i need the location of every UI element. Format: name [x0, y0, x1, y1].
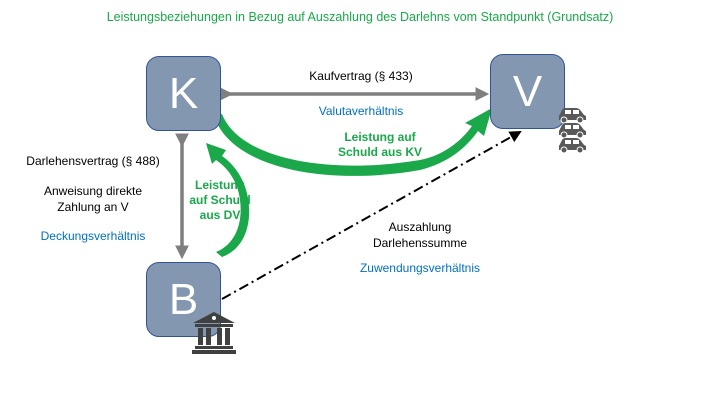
zuwendung-label: Zuwendungsverhältnis [359, 261, 481, 275]
valuta-label: Valutaverhältnis [318, 104, 404, 118]
node-v-label: V [512, 66, 543, 116]
node-k: K [146, 56, 221, 131]
auszahlung-arrow [221, 131, 522, 300]
anweisung-label: Anweisung direkte Zahlung an V [43, 184, 143, 214]
leistung-dv-label: Leistung auf Schuld aus DV [189, 178, 251, 222]
leistung-kv-arrow [214, 108, 492, 176]
node-k-label: K [168, 68, 199, 118]
node-b-label: B [168, 274, 199, 324]
auszahlung-label: Auszahlung Darlehenssumme [372, 220, 468, 250]
kaufvertrag-label: Kaufvertrag (§ 433) [309, 69, 413, 83]
node-b: B [146, 262, 221, 337]
bank-icon [192, 312, 236, 354]
node-v: V [490, 54, 565, 129]
leistung-kv-label: Leistung auf Schuld aus KV [337, 130, 423, 159]
deckung-label: Deckungsverhältnis [40, 229, 146, 243]
darlehensvertrag-label: Darlehensvertrag (§ 488) [26, 154, 160, 168]
cars-icon [559, 108, 586, 154]
leistung-dv-arrow [206, 143, 250, 257]
diagram-title: Leistungsbeziehungen in Bezug auf Auszah… [106, 10, 614, 24]
